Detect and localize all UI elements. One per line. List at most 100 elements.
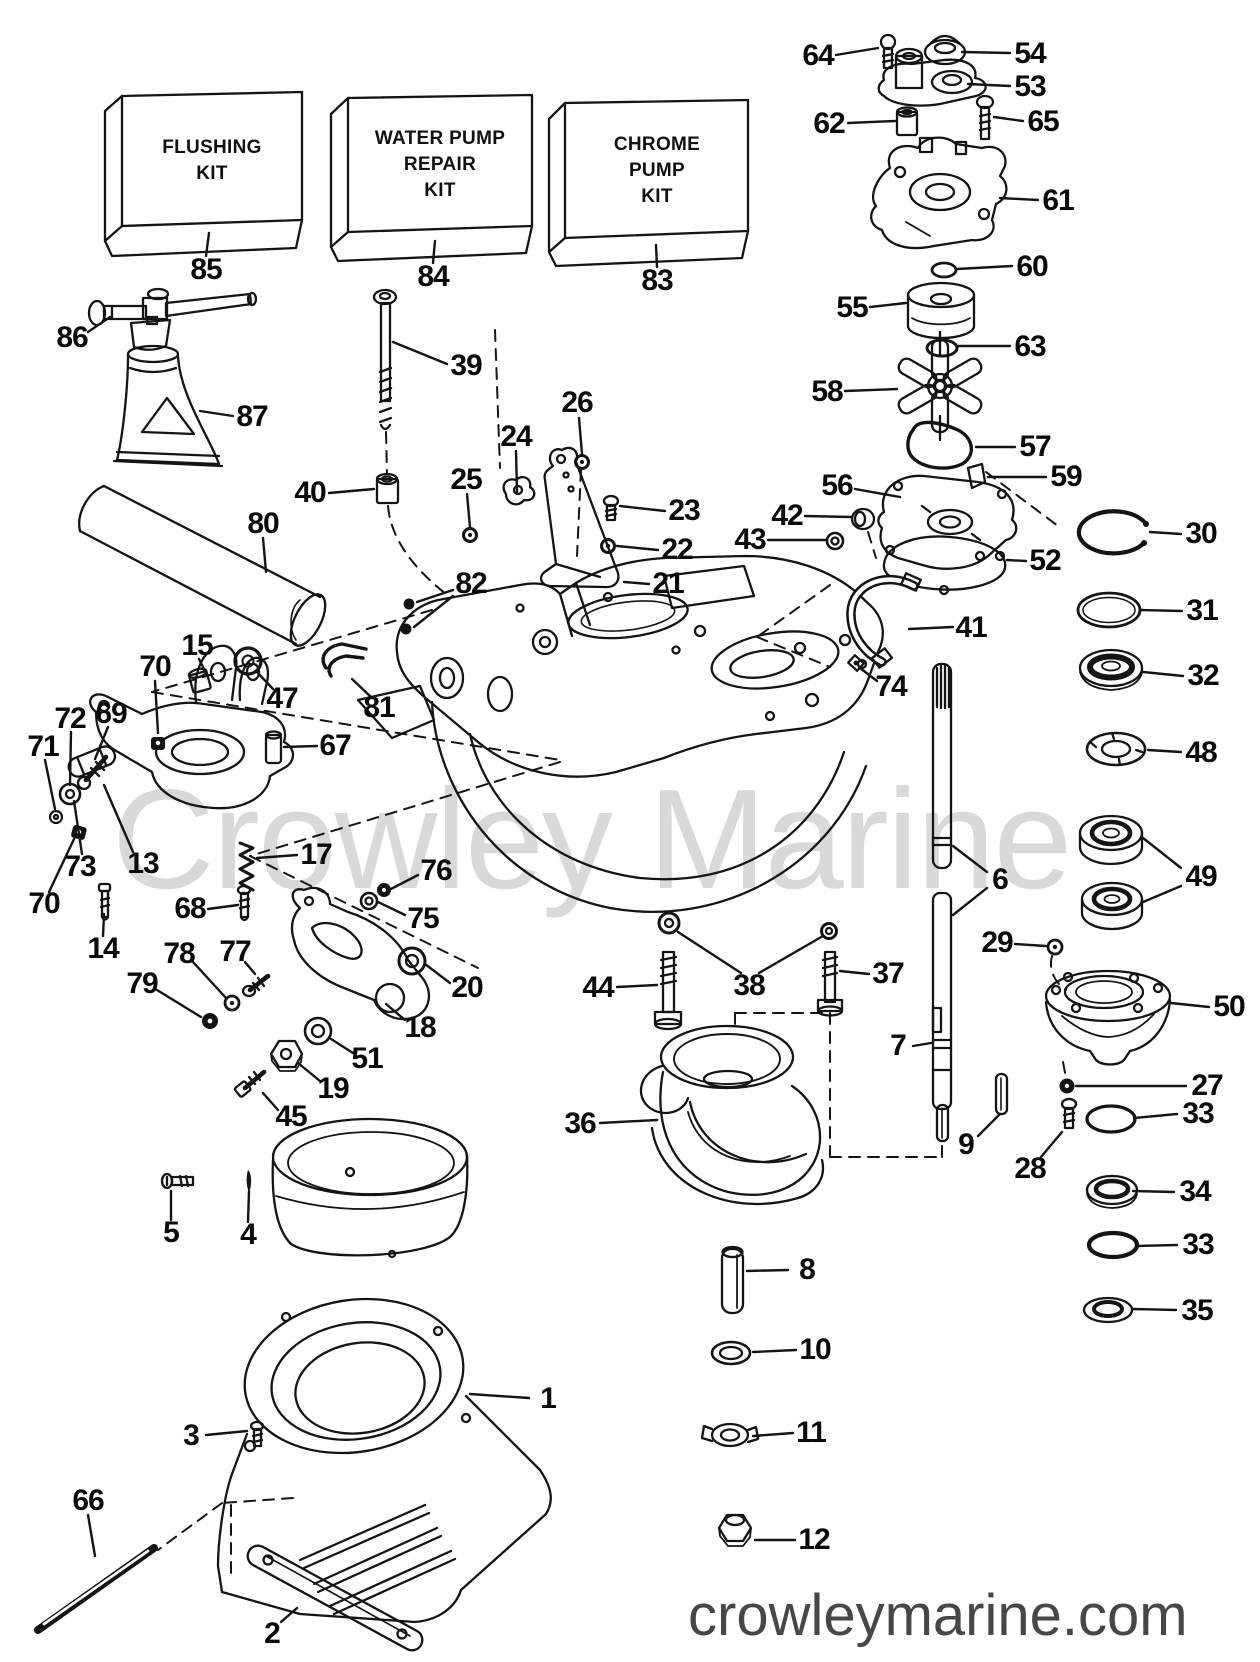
- part-label-70: 70: [28, 887, 60, 920]
- intake-housing: [218, 1284, 551, 1622]
- screw-28: [1062, 1099, 1076, 1128]
- pump-plate-53: [879, 49, 986, 106]
- bolt-39: [374, 290, 396, 429]
- nut-29: [1048, 940, 1062, 954]
- oring-33b: [1089, 1233, 1137, 1257]
- oring-31: [1078, 593, 1140, 627]
- seal-rod-66: [38, 1548, 154, 1630]
- part-label-76: 76: [420, 854, 452, 887]
- pin-8: [722, 1247, 743, 1313]
- part-label-26: 26: [561, 386, 593, 419]
- part-label-53: 53: [1014, 70, 1046, 103]
- part-label-63: 63: [1014, 330, 1046, 363]
- part-label-40: 40: [294, 476, 326, 509]
- part-label-54: 54: [1014, 37, 1046, 70]
- part-label-28: 28: [1014, 1152, 1046, 1185]
- part-label-33: 33: [1182, 1228, 1214, 1261]
- seal-32: [1080, 650, 1142, 690]
- screw-3: [251, 1422, 263, 1446]
- part-label-12: 12: [798, 1523, 830, 1556]
- part-label-44: 44: [582, 971, 614, 1004]
- kit-box-flushing: [105, 92, 302, 256]
- part-label-80: 80: [247, 507, 279, 540]
- part-label-10: 10: [799, 1333, 831, 1366]
- part-label-86: 86: [56, 321, 88, 354]
- intake-plate-18: [292, 888, 429, 1019]
- part-label-79: 79: [126, 967, 158, 1000]
- part-label-77: 77: [219, 935, 251, 968]
- part-label-9: 9: [958, 1128, 975, 1161]
- part-label-18: 18: [404, 1011, 436, 1044]
- part-label-41: 41: [955, 611, 987, 644]
- nut-22: [602, 540, 615, 553]
- part-label-70: 70: [139, 650, 171, 683]
- lock-nut-12: [719, 1515, 751, 1546]
- part-label-6: 6: [992, 863, 1009, 896]
- nut-38a: [659, 913, 679, 933]
- part-label-67: 67: [319, 729, 351, 762]
- kit-box-chrome-pump: [549, 100, 748, 266]
- screw-23: [604, 496, 618, 520]
- part-label-72: 72: [54, 702, 86, 735]
- part-label-19: 19: [317, 1072, 349, 1105]
- part-label-50: 50: [1213, 990, 1245, 1023]
- washer-10: [712, 1342, 750, 1364]
- oring-33a: [1087, 1106, 1135, 1132]
- part-label-11: 11: [796, 1416, 827, 1449]
- part-label-52: 52: [1029, 544, 1061, 577]
- alignment-dashes: [152, 330, 1066, 1580]
- key-59: [968, 464, 985, 488]
- part-label-62: 62: [813, 107, 845, 140]
- washer-48: [1087, 733, 1145, 765]
- washer-43: [827, 533, 843, 549]
- part-label-71: 71: [27, 730, 59, 763]
- part-label-38: 38: [733, 969, 765, 1002]
- part-label-74: 74: [875, 670, 907, 703]
- part-label-23: 23: [668, 494, 700, 527]
- part-label-25: 25: [450, 463, 482, 496]
- part-label-35: 35: [1181, 1294, 1213, 1327]
- grommet-20: [399, 948, 425, 974]
- nut-76: [377, 883, 391, 897]
- part-label-68: 68: [174, 892, 206, 925]
- part-label-83: 83: [641, 264, 673, 297]
- part-label-13: 13: [127, 847, 159, 880]
- seal-bar-2: [248, 1546, 423, 1651]
- snap-ring-30: [1079, 511, 1149, 553]
- part-label-78: 78: [163, 937, 195, 970]
- pin-4: [246, 1170, 252, 1192]
- nut-38b: [822, 924, 837, 939]
- part-label-14: 14: [87, 932, 119, 965]
- washer-75: [361, 893, 377, 909]
- part-label-33: 33: [1182, 1097, 1214, 1130]
- part-label-47: 47: [266, 682, 298, 715]
- bolt-44: [655, 952, 681, 1029]
- retainer-clip: [323, 644, 366, 676]
- wear-plate-56: [878, 476, 1016, 569]
- part-label-34: 34: [1179, 1175, 1211, 1208]
- jet-drive-housing: [358, 556, 883, 912]
- part-label-1: 1: [540, 1382, 557, 1415]
- part-label-27: 27: [1191, 1069, 1223, 1102]
- part-label-49: 49: [1185, 860, 1217, 893]
- bushing-40: [377, 474, 398, 503]
- water-tube: [79, 486, 332, 651]
- nut-78: [225, 996, 239, 1010]
- oring-60: [932, 263, 956, 277]
- site-watermark: crowleymarine.com: [688, 1583, 1188, 1648]
- part-label-48: 48: [1185, 736, 1217, 769]
- nut-27: [1059, 1078, 1075, 1094]
- hose-41: [851, 573, 921, 667]
- pump-impeller-58: [896, 332, 984, 440]
- part-label-69: 69: [95, 697, 127, 730]
- washer-51: [305, 1018, 331, 1044]
- part-label-82: 82: [455, 567, 487, 600]
- liner-cup: [273, 1119, 468, 1257]
- part-label-32: 32: [1187, 659, 1219, 692]
- drive-shaft: [933, 664, 951, 1141]
- pin-9: [996, 1074, 1007, 1114]
- kit-box-water-pump: [331, 95, 532, 261]
